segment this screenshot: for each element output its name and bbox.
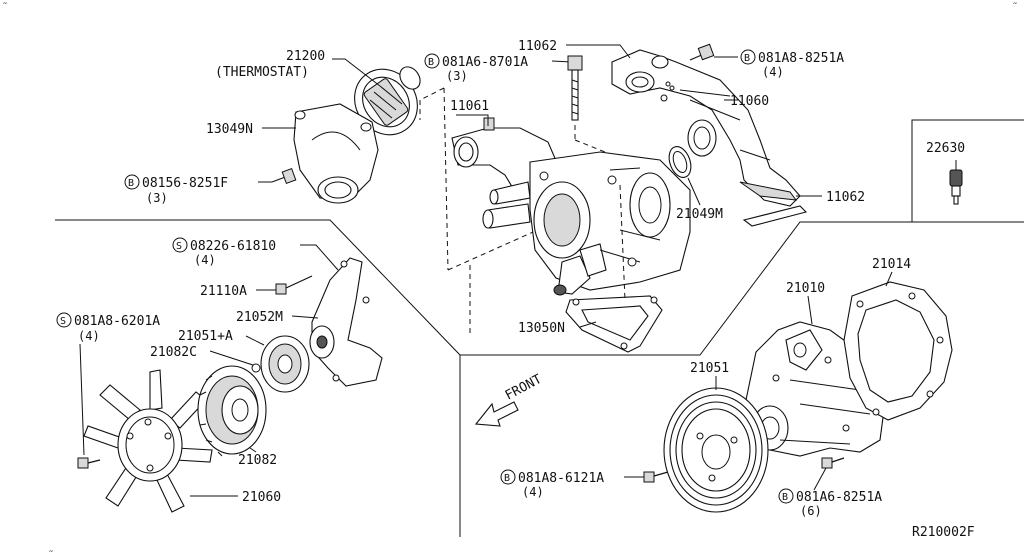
qty-08226: (4) xyxy=(194,253,216,267)
thermostat-housing-part xyxy=(293,103,379,204)
bolt-badge-081A6-8701A: B xyxy=(428,57,434,68)
fan-bolt-part xyxy=(77,457,101,469)
part-label-21200: 21200 xyxy=(286,49,325,64)
part-label-21010: 21010 xyxy=(786,281,825,296)
pulley-21051A-part xyxy=(251,335,310,393)
part-label-081A6-8701A: 081A6-8701A xyxy=(442,55,528,70)
front-label: FRONT xyxy=(503,372,545,404)
bolt-badge-081A8-8251A: B xyxy=(744,53,750,64)
part-label-13049N: 13049N xyxy=(206,122,253,137)
qty-08156: (3) xyxy=(146,191,168,205)
bolt-badge-08156: B xyxy=(128,178,134,189)
corner-mark-top-left: ˜ xyxy=(2,1,8,13)
bolt-081A8-8251A-part xyxy=(689,43,715,61)
long-bolt-part xyxy=(567,55,583,121)
part-label-11061: 11061 xyxy=(450,99,489,114)
water-outlet-housing-part xyxy=(451,117,691,296)
gasket-11062-part xyxy=(742,205,808,227)
part-label-21051: 21051 xyxy=(690,361,729,376)
temp-sensor-part xyxy=(949,169,963,205)
bolt-081A8-6121A-part xyxy=(643,471,669,483)
bolt-21110A-part xyxy=(275,275,313,295)
bolt-08156-part xyxy=(271,168,297,184)
gasket-21014-part xyxy=(843,281,953,421)
cooling-fan-part xyxy=(83,369,213,513)
part-label-21082C: 21082C xyxy=(150,345,197,360)
part-label-21049M: 21049M xyxy=(676,207,723,222)
bolt-badge-081A8-6121A: B xyxy=(504,473,510,484)
part-label-21051A: 21051+A xyxy=(178,329,233,344)
part-label-11060: 11060 xyxy=(730,94,769,109)
qty-081A8-6201A: (4) xyxy=(78,329,100,343)
part-label-thermostat: (THERMOSTAT) xyxy=(215,65,309,80)
section-dividers xyxy=(55,119,1024,537)
part-label-11062-right: 11062 xyxy=(826,190,865,205)
part-label-081A8-8251A: 081A8-8251A xyxy=(758,51,844,66)
fan-coupling-part xyxy=(197,365,267,457)
part-label-08226-61810: 08226-61810 xyxy=(190,239,276,254)
pulley-21051-part xyxy=(663,387,769,513)
part-label-21110A: 21110A xyxy=(200,284,247,299)
qty-081A8-6121A: (4) xyxy=(522,485,544,499)
diagram-code: R210002F xyxy=(912,525,975,540)
bolt-badge-081A6-8251A: B xyxy=(782,492,788,503)
part-label-21052M: 21052M xyxy=(236,310,283,325)
screw-badge-08226-61810: S xyxy=(176,241,182,252)
water-pipe-part xyxy=(611,49,801,207)
part-label-08156-8251F: 08156-8251F xyxy=(142,176,228,191)
bracket-21052M-part xyxy=(309,257,383,387)
part-label-22630: 22630 xyxy=(926,141,965,156)
qty-081A6-8251A: (6) xyxy=(800,504,822,518)
corner-mark-top-right: ˜ xyxy=(1012,1,1018,13)
part-label-13050N: 13050N xyxy=(518,321,565,336)
gasket-13050N-part xyxy=(565,295,663,353)
thermostat-part xyxy=(354,66,421,136)
corner-mark-bottom-left: ˜ xyxy=(48,549,54,560)
part-label-081A8-6121A: 081A8-6121A xyxy=(518,471,604,486)
part-label-21082: 21082 xyxy=(238,453,277,468)
qty-081A6-8701A: (3) xyxy=(446,69,468,83)
screw-badge-081A8-6201A: S xyxy=(60,316,66,327)
part-label-21060: 21060 xyxy=(242,490,281,505)
part-label-081A8-6201A: 081A8-6201A xyxy=(74,314,160,329)
part-label-11062-top: 11062 xyxy=(518,39,557,54)
part-label-21014: 21014 xyxy=(872,257,911,272)
part-label-081A6-8251A: 081A6-8251A xyxy=(796,490,882,505)
bolt-081A6-8251A-part xyxy=(821,457,845,469)
qty-081A8-8251A: (4) xyxy=(762,65,784,79)
o-ring-21049M-part xyxy=(668,146,692,178)
front-arrow xyxy=(474,401,519,427)
